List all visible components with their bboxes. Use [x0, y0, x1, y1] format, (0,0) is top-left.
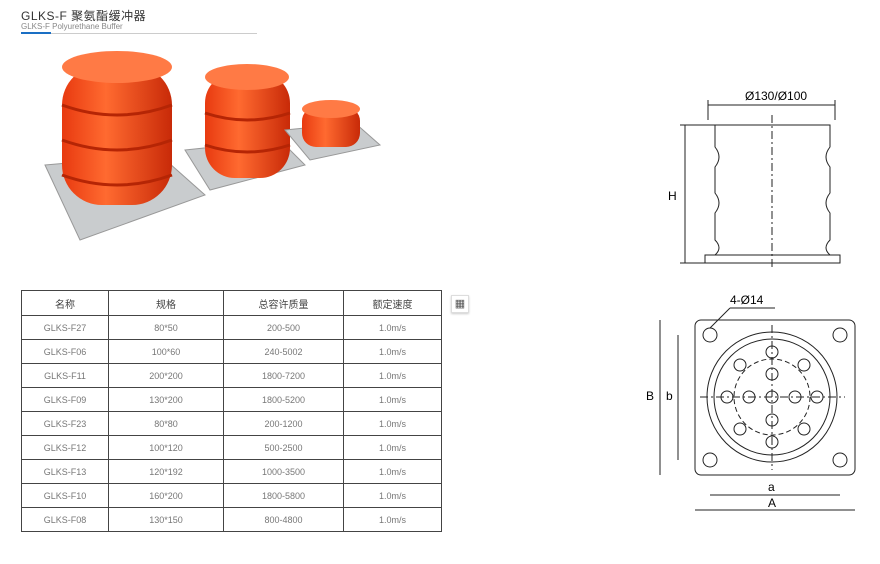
cell-mass: 200-500 — [223, 315, 344, 340]
cell-spec: 130*150 — [108, 507, 224, 532]
header-spec: 规格 — [108, 290, 224, 316]
header-mass: 总容许质量 — [223, 290, 344, 316]
cell-mass: 240-5002 — [223, 339, 344, 364]
cell-spec: 100*60 — [108, 339, 224, 364]
cell-name: GLKS-F10 — [21, 483, 109, 508]
side-view-diagram: Ø130/Ø100 H — [668, 89, 841, 270]
cell-spec: 200*200 — [108, 363, 224, 388]
divider — [21, 33, 257, 34]
cell-name: GLKS-F27 — [21, 315, 109, 340]
cell-speed: 1.0m/s — [343, 339, 442, 364]
cell-name: GLKS-F09 — [21, 387, 109, 412]
cell-name: GLKS-F23 — [21, 411, 109, 436]
cell-mass: 500-2500 — [223, 435, 344, 460]
cell-speed: 1.0m/s — [343, 411, 442, 436]
height-label: H — [668, 189, 677, 203]
page-title: GLKS-F 聚氨酯缓冲器 — [21, 9, 147, 23]
header-name: 名称 — [21, 290, 109, 316]
cell-speed: 1.0m/s — [343, 387, 442, 412]
header-speed: 额定速度 — [343, 290, 442, 316]
diameter-label: Ø130/Ø100 — [745, 89, 807, 103]
page-subtitle: GLKS-F Polyurethane Buffer — [21, 22, 123, 31]
cell-spec: 80*50 — [108, 315, 224, 340]
cell-speed: 1.0m/s — [343, 459, 442, 484]
cell-mass: 1800-5800 — [223, 483, 344, 508]
table-header-row: 名称 规格 总容许质量 额定速度 — [21, 290, 442, 316]
top-view-diagram: 4-Ø14 B b a A — [646, 293, 856, 511]
cell-speed: 1.0m/s — [343, 363, 442, 388]
cell-speed: 1.0m/s — [343, 315, 442, 340]
divider-accent — [21, 32, 51, 34]
a-label: a — [768, 480, 775, 494]
cell-spec: 80*80 — [108, 411, 224, 436]
A-label: A — [768, 496, 776, 510]
cell-mass: 1800-7200 — [223, 363, 344, 388]
cell-speed: 1.0m/s — [343, 435, 442, 460]
cell-spec: 130*200 — [108, 387, 224, 412]
b-label: b — [666, 389, 673, 403]
cell-spec: 160*200 — [108, 483, 224, 508]
B-label: B — [646, 389, 654, 403]
cell-mass: 800-4800 — [223, 507, 344, 532]
cell-speed: 1.0m/s — [343, 507, 442, 532]
cell-name: GLKS-F12 — [21, 435, 109, 460]
cell-name: GLKS-F08 — [21, 507, 109, 532]
cell-mass: 200-1200 — [223, 411, 344, 436]
cell-mass: 1000-3500 — [223, 459, 344, 484]
cell-name: GLKS-F13 — [21, 459, 109, 484]
product-photo — [44, 51, 382, 241]
cell-name: GLKS-F11 — [21, 363, 109, 388]
cell-name: GLKS-F06 — [21, 339, 109, 364]
cell-spec: 120*192 — [108, 459, 224, 484]
calculator-icon[interactable]: ▦ — [451, 295, 469, 313]
holes-label: 4-Ø14 — [730, 293, 764, 307]
cell-spec: 100*120 — [108, 435, 224, 460]
cell-mass: 1800-5200 — [223, 387, 344, 412]
cell-speed: 1.0m/s — [343, 483, 442, 508]
